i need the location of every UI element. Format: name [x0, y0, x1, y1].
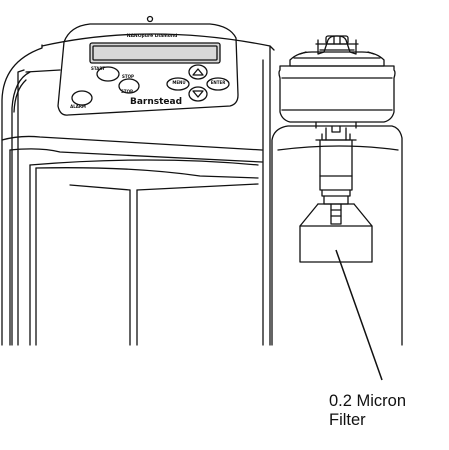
down-arrow-button[interactable] — [188, 86, 208, 102]
enter-button[interactable] — [206, 77, 230, 91]
main-housing — [1, 33, 275, 346]
alarm-button[interactable] — [71, 90, 93, 106]
stop-key-label: STOP — [122, 74, 134, 79]
enter-key-label: ENTER — [211, 80, 226, 85]
alarm-key-label: ALARM — [70, 104, 86, 109]
start-key-label: START — [91, 66, 105, 71]
up-arrow-button[interactable] — [188, 64, 208, 80]
filter-callout-label: 0.2 Micron Filter — [329, 392, 406, 430]
arrow-keypad — [166, 64, 230, 102]
brand-small-label: NANOpure Diamond — [127, 33, 178, 39]
filter-assembly — [271, 35, 403, 346]
callout-line-2: Filter — [329, 411, 366, 429]
callout-line-1: 0.2 Micron — [329, 392, 407, 410]
menu-key-label: MENU — [172, 80, 185, 85]
stop-button[interactable] — [118, 78, 140, 94]
callout-leader-line — [335, 249, 383, 381]
stop-key-label-2: STOP — [121, 89, 133, 94]
panel-labels: NANOpure Diamond Barnstead START STOP ST… — [70, 33, 225, 109]
start-button[interactable] — [96, 66, 120, 82]
control-panel — [57, 15, 239, 116]
menu-button[interactable] — [166, 77, 190, 91]
brand-label: Barnstead — [130, 97, 182, 107]
